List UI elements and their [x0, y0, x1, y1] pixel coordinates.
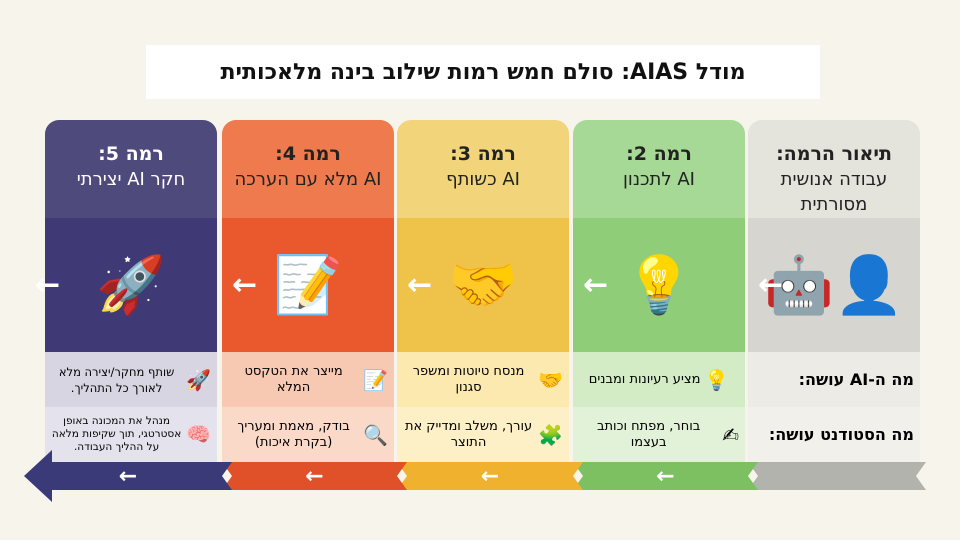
level-label: רמה 4: [275, 143, 341, 165]
level-label: רמה 5: [98, 143, 164, 165]
handshake-icon: 🤝 [448, 253, 518, 318]
student-action: מנהל את המכונה באופן אסטרטגי, תוך שקיפות… [51, 415, 182, 453]
page-title: מודל AIAS: סולם חמש רמות שילוב בינה מלאכ… [146, 45, 820, 99]
progress-arrow-segment: ← [222, 462, 407, 490]
level-name: חקר AI יצירתי [76, 169, 186, 190]
column-level-5: רמה 5: חקר AI יצירתי 🚀 ← 🚀 שותף מחקר/יצירה … [35, 120, 217, 462]
handshake-icon: 🤝 [538, 367, 563, 392]
arrow-left-icon: ← [232, 267, 258, 303]
row-label-ai: מה ה-AI עושה: [748, 352, 920, 407]
progress-arrow-segment: ← [573, 462, 758, 490]
ai-action: מציע רעיונות ומבנים [588, 371, 701, 387]
progress-arrow-segment [748, 462, 926, 490]
head-and-crossed-robot-icon: 👤🤖 [764, 253, 904, 318]
progress-arrow-segment: ← [397, 462, 583, 490]
magnifier-icon: 🔍 [363, 422, 388, 447]
student-action: עורך, משלב ומדייק את התוצר [404, 418, 533, 450]
rocket-brain-icon: 🚀 [96, 253, 166, 318]
arrow-left-icon: ← [35, 267, 61, 303]
rocket-icon: 🚀 [186, 367, 211, 392]
level-label: רמה 3: [450, 143, 516, 165]
level-name: AI כשותף [446, 169, 520, 190]
column-level-2: רמה 2:AI לתכנון 💡← 💡מציע רעיונות ומבנים … [573, 120, 745, 462]
arrow-left-icon: ← [407, 267, 433, 303]
level-label: תיאור הרמה: [776, 143, 892, 165]
writing-hand-icon: ✍ [722, 422, 739, 447]
document-pencil-icon: 📝 [363, 367, 388, 392]
row-label-student: מה הסטודנט עושה: [748, 407, 920, 462]
document-pencil-icon: 📝 [273, 253, 343, 318]
level-name: AI לתכנון [623, 169, 695, 190]
lightbulb-brain-icon: 💡 [624, 253, 694, 318]
lightbulb-icon: 💡 [704, 367, 730, 392]
ai-action: מנסח טיוטות ומשפר סגנון [412, 363, 525, 395]
arrow-left-icon: ← [583, 267, 609, 303]
ai-action: מייצר את הטקסט המלא [244, 363, 343, 395]
student-action: בודק, מאמת ומעריך (בקרת איכות) [237, 418, 350, 450]
student-action: בוחר, מפתח וכותב בעצמו [596, 418, 701, 450]
level-name: עבודה אנושית מסורתית [780, 169, 888, 215]
level-label: רמה 2: [626, 143, 692, 165]
column-description: תיאור הרמה: עבודה אנושית מסורתית 👤🤖← מה ה… [748, 120, 920, 462]
puzzle-icon: 🧩 [538, 422, 563, 447]
column-level-3: רמה 3: AI כשותף 🤝 ← 🤝 מנסח טיוטות ומשפר סגנ… [397, 120, 569, 462]
level-name: AI מלא עם הערכה [234, 169, 382, 190]
arrow-left-icon: ← [758, 267, 784, 303]
column-level-4: רמה 4: AI מלא עם הערכה 📝 ← 📝 מייצר את הטקסט… [222, 120, 394, 462]
ai-action: שותף מחקר/יצירה מלא לאורך כל התהליך. [58, 364, 175, 395]
brain-icon: 🧠 [186, 422, 211, 446]
